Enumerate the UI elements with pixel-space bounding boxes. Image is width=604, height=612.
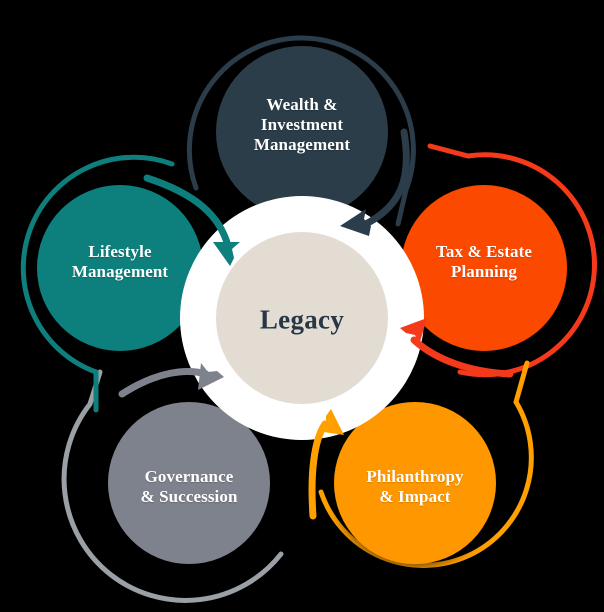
node-circle-tax-estate-planning[interactable] bbox=[401, 185, 567, 351]
arc-ring-philanthropy-impact bbox=[318, 360, 534, 568]
arc-ring-lifestyle-management bbox=[20, 154, 175, 413]
node-circle-philanthropy-impact[interactable] bbox=[334, 402, 496, 564]
node-circles bbox=[37, 46, 567, 564]
arrow-lifestyle-to-center bbox=[143, 174, 240, 266]
arrow-philanthropy-to-center bbox=[308, 409, 344, 520]
arrow-tax-to-center bbox=[400, 318, 514, 378]
center-hub[interactable] bbox=[180, 196, 424, 440]
inward-arrows bbox=[118, 128, 514, 520]
center-inner-disc bbox=[216, 232, 388, 404]
arc-ring-wealth-investment-management bbox=[186, 35, 416, 227]
node-circle-wealth-investment-management[interactable] bbox=[216, 46, 388, 218]
node-circle-lifestyle-management[interactable] bbox=[37, 185, 203, 351]
arc-ring-governance-succession bbox=[61, 369, 284, 603]
node-arc-rings bbox=[20, 35, 597, 603]
arrow-governance-to-center bbox=[118, 363, 224, 398]
arc-ring-tax-estate-planning bbox=[427, 143, 597, 378]
arrow-wealth-to-center bbox=[340, 128, 410, 236]
node-circle-governance-succession[interactable] bbox=[108, 402, 270, 564]
